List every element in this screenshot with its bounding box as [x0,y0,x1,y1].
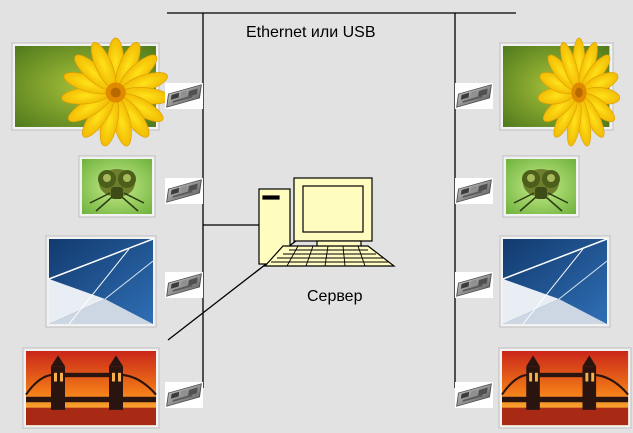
display-sail-left [45,235,157,328]
controller-board-icon [454,381,494,409]
controller-board-icon [454,82,494,110]
display-sail-right [499,235,611,328]
controller-board-icon [454,271,494,299]
controller-board-icon [454,177,494,205]
display-dragonfly-right [502,155,580,218]
server-computer-icon [258,177,396,267]
display-flower-right [499,37,621,149]
controller-board-icon [164,271,204,299]
controller-board-icon [164,381,204,409]
server-label: Сервер [307,288,363,305]
controller-board-icon [164,177,204,205]
display-dragonfly-left [78,155,156,218]
controller-board-icon [164,82,204,110]
display-bridge-right [498,347,632,429]
bus-label: Ethernet или USB [246,24,376,41]
display-bridge-left [22,347,160,429]
display-flower-left [11,37,172,149]
